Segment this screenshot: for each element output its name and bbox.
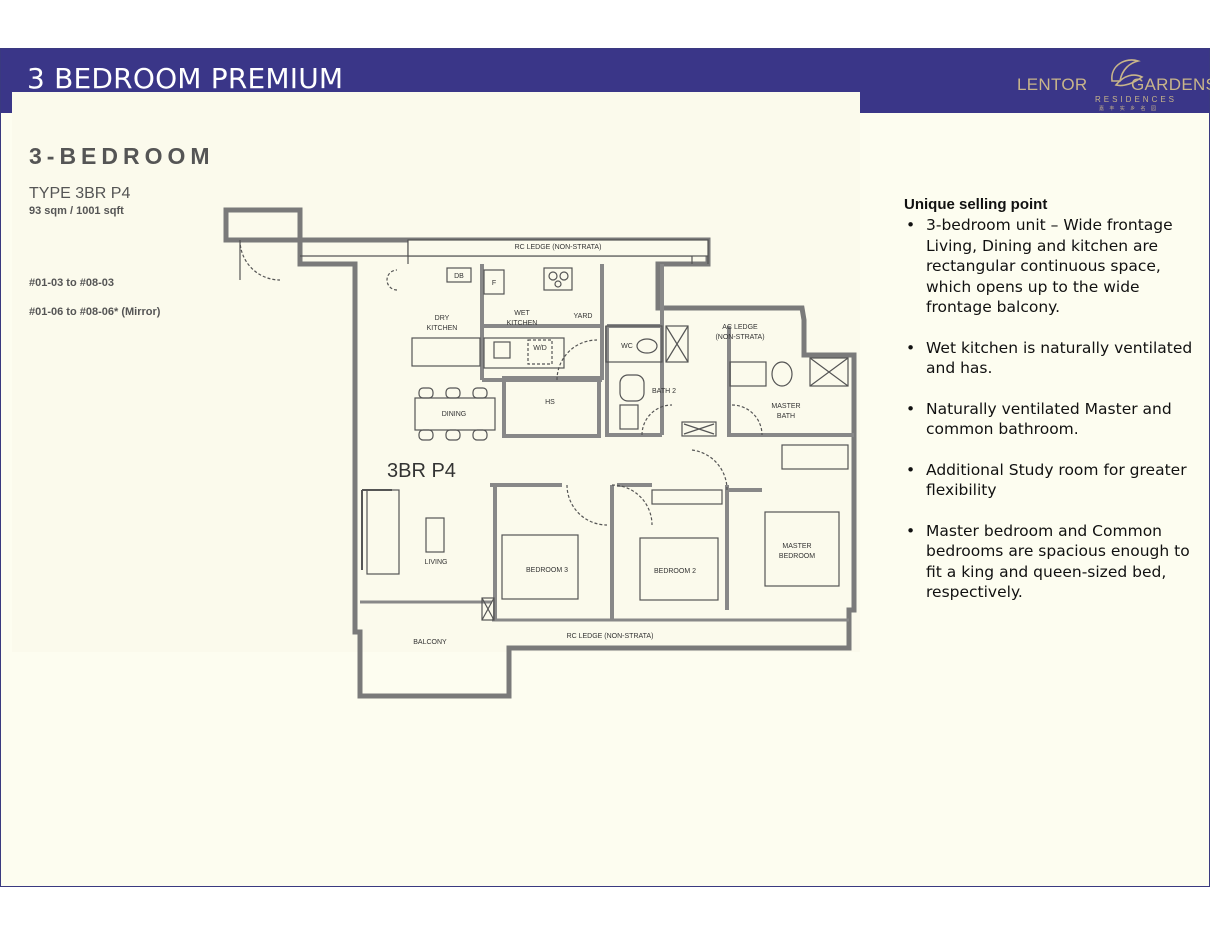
label-yard: YARD — [574, 313, 593, 320]
label-db: DB — [454, 273, 464, 280]
label-balcony: BALCONY — [413, 639, 447, 646]
logo-subtitle: RESIDENCES — [1095, 95, 1178, 104]
unit-type: TYPE 3BR P4 — [29, 185, 131, 202]
usp-item: 3-bedroom unit – Wide frontage Living, D… — [904, 215, 1194, 318]
label-ac-ledge-2: (NON-STRATA) — [715, 334, 764, 341]
label-master-bath-1: MASTER — [771, 403, 800, 410]
usp-item: Wet kitchen is naturally ventilated and … — [904, 338, 1194, 379]
floor-plan-panel — [12, 92, 860, 652]
label-dry-kitchen-1: DRY — [435, 315, 450, 322]
label-rc-ledge-top: RC LEDGE (NON-STRATA) — [515, 244, 602, 251]
usp-item: Additional Study room for greater flexib… — [904, 460, 1194, 501]
logo-word-gardens: GARDENS — [1131, 75, 1210, 94]
usp-list: 3-bedroom unit – Wide frontage Living, D… — [904, 215, 1194, 603]
label-bedroom-2: BEDROOM 2 — [654, 568, 696, 575]
label-ac-ledge-1: AC LEDGE — [722, 324, 758, 331]
label-wet-kitchen-1: WET — [514, 310, 530, 317]
label-living: LIVING — [425, 559, 448, 566]
usp-panel: Unique selling point 3-bedroom unit – Wi… — [904, 196, 1194, 623]
label-bath-2: BATH 2 — [652, 388, 676, 395]
label-bedroom-3: BEDROOM 3 — [526, 567, 568, 574]
label-dry-kitchen-2: KITCHEN — [427, 325, 458, 332]
logo-chinese-name: 嘉 丰 实 乡 名 园 — [1099, 106, 1158, 112]
logo-word-lentor: LENTOR — [1017, 75, 1088, 94]
label-master-bath-2: BATH — [777, 413, 795, 420]
label-hs: HS — [545, 399, 555, 406]
leaf-logo-icon — [1111, 59, 1144, 87]
brand-logo: LENTOR GARDENS RESIDENCES 嘉 丰 实 乡 名 园 — [1011, 53, 1210, 112]
label-master-bedroom-1: MASTER — [782, 543, 811, 550]
label-rc-ledge-bottom: RC LEDGE (NON-STRATA) — [567, 633, 654, 640]
page-title: 3 BEDROOM PREMIUM — [27, 62, 344, 95]
usp-title: Unique selling point — [904, 196, 1048, 213]
plan-type-label: 3BR P4 — [387, 460, 456, 482]
label-wet-kitchen-2: KITCHEN — [507, 320, 538, 327]
label-master-bedroom-2: BEDROOM — [779, 553, 815, 560]
unit-stack-2: #01-06 to #08-06* (Mirror) — [29, 306, 161, 318]
unit-size: 93 sqm / 1001 sqft — [29, 205, 124, 217]
label-wd: W/D — [533, 345, 547, 352]
usp-item: Naturally ventilated Master and common b… — [904, 399, 1194, 440]
unit-heading: 3-BEDROOM — [29, 143, 215, 169]
usp-item: Master bedroom and Common bedrooms are s… — [904, 521, 1194, 603]
label-dining: DINING — [442, 411, 467, 418]
label-fridge: F — [492, 280, 496, 287]
floor-plan: RC LEDGE (NON-STRATA) DB F DRY KITCHEN W… — [223, 207, 857, 699]
label-wc: WC — [621, 343, 633, 350]
unit-stack-1: #01-03 to #08-03 — [29, 277, 114, 289]
